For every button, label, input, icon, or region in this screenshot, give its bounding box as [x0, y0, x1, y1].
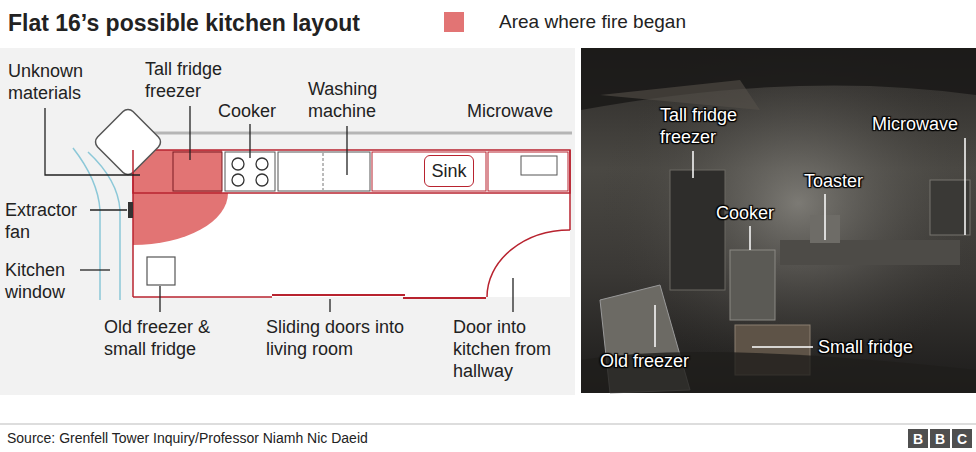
plan-label: Washing machine: [308, 78, 403, 122]
wall: [150, 132, 572, 135]
old-freezer: [147, 257, 175, 285]
microwave-unit: [488, 152, 568, 191]
plan-label: Extractor fan: [5, 199, 95, 243]
leader-line: [80, 269, 110, 270]
ceiling: [581, 48, 976, 110]
photo-label: Old freezer: [600, 350, 710, 372]
washing-machine: [278, 152, 370, 191]
leader-line: [964, 138, 966, 235]
plan-label: Door into kitchen from hallway: [453, 316, 571, 382]
fridge-remains: [670, 170, 725, 290]
kitchen-floor: [133, 150, 570, 297]
sliding-door: [403, 297, 486, 299]
leader-line: [90, 209, 127, 210]
leader-line: [45, 108, 140, 175]
hob: [232, 158, 244, 170]
box-label: Sink: [431, 161, 466, 182]
sink-unit: [372, 152, 486, 191]
extractor-fan: [128, 202, 133, 218]
photo-label: Small fridge: [818, 336, 948, 358]
leader-line: [512, 278, 513, 312]
photo-label: Cooker: [716, 202, 796, 224]
hob: [256, 158, 268, 170]
microwave: [521, 156, 557, 175]
wall: [133, 296, 272, 298]
divider: [0, 424, 976, 425]
logo-letter: B: [935, 431, 945, 447]
sink-box: Sink: [424, 155, 474, 187]
leader-line: [159, 286, 160, 312]
leader-line: [189, 106, 190, 160]
hob: [232, 174, 244, 186]
wall: [132, 150, 134, 297]
counter: [133, 150, 570, 193]
cooker-remains: [730, 250, 775, 320]
leader-line: [329, 299, 330, 312]
chart-title: Flat 16’s possible kitchen layout: [8, 9, 360, 37]
sliding-door: [272, 294, 405, 296]
photo: [581, 48, 976, 393]
leader-line: [824, 194, 826, 240]
logo-letter: B: [913, 431, 923, 447]
plan-panel: [0, 48, 575, 395]
plan-label: Old freezer & small fridge: [104, 316, 249, 360]
door-swing: [487, 230, 570, 297]
legend-swatch: [444, 12, 464, 32]
leader-line: [346, 126, 347, 175]
source-caption: Source: Grenfell Tower Inquiry/Professor…: [7, 429, 368, 447]
plan-label: Kitchen window: [5, 259, 90, 303]
logo-block: B: [908, 429, 928, 448]
logo-letter: C: [957, 431, 967, 447]
photo-light: [581, 48, 976, 393]
leader-line: [249, 124, 250, 158]
photo-label: Microwave: [872, 113, 972, 135]
leader-line: [654, 305, 656, 347]
plan-label: Tall fridge freezer: [145, 58, 245, 102]
leader-line: [752, 346, 813, 348]
plan-label: Unknown materials: [8, 60, 108, 104]
fridge-freezer: [173, 152, 222, 191]
legend-text: Area where fire began: [499, 10, 686, 34]
plan-label: Sliding doors into living room: [266, 316, 411, 360]
unknown-materials: [93, 107, 164, 178]
hob: [256, 174, 268, 186]
fire-area: [133, 193, 228, 245]
plan-label: Microwave: [467, 100, 572, 122]
logo-block: C: [952, 429, 972, 448]
window: [88, 152, 120, 300]
photo-label: Toaster: [804, 170, 894, 192]
plan-label: Cooker: [218, 100, 298, 122]
logo-block: B: [930, 429, 950, 448]
leader-line: [749, 226, 751, 250]
photo-label: Tall fridge freezer: [660, 104, 760, 148]
leader-line: [692, 151, 694, 178]
counter-remains: [780, 240, 960, 265]
microwave-remains: [930, 180, 970, 235]
window: [73, 148, 100, 300]
wall: [569, 150, 571, 230]
divider: [323, 153, 324, 190]
